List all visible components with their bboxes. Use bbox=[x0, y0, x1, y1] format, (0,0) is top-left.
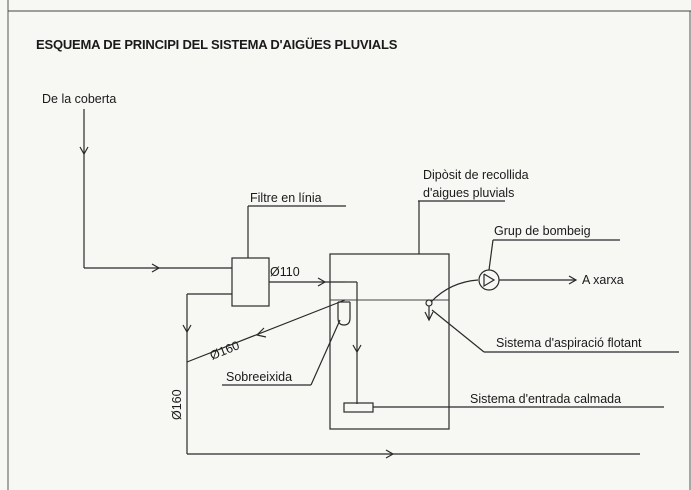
label-sobreeixida: Sobreeixida bbox=[226, 370, 292, 384]
label-diposit-2: d'aigues pluvials bbox=[423, 186, 514, 200]
leader-aspiracio-d bbox=[431, 309, 485, 353]
flow-arrow-down bbox=[182, 324, 192, 334]
flow-arrow-to-filter bbox=[151, 263, 161, 273]
label-grup: Grup de bombeig bbox=[494, 224, 591, 238]
label-diposit-1: Dipòsit de recollida bbox=[423, 168, 529, 182]
filter-box bbox=[231, 257, 270, 307]
floating-suction-float bbox=[425, 299, 433, 307]
flow-arrow-network bbox=[568, 275, 578, 285]
flow-arrow-sewer bbox=[385, 449, 395, 459]
label-entrada: Sistema d'entrada calmada bbox=[470, 392, 621, 406]
flow-arrow-d110 bbox=[317, 277, 327, 287]
suction-pipe bbox=[430, 279, 479, 303]
flow-arrow-roof bbox=[79, 146, 89, 156]
pump-arrow bbox=[483, 273, 496, 288]
pump-icon bbox=[478, 269, 500, 291]
label-a-xarxa: A xarxa bbox=[582, 273, 624, 287]
calm-inlet-device bbox=[343, 402, 374, 413]
flow-arrow-overflow bbox=[255, 327, 267, 338]
label-d160-diag: Ø160 bbox=[208, 338, 242, 362]
leader-sobreeixida-d bbox=[310, 319, 341, 386]
diagram-title: ESQUEMA DE PRINCIPI DEL SISTEMA D'AIGÜES… bbox=[36, 37, 398, 52]
flow-arrow-calm-inlet bbox=[352, 344, 362, 354]
overflow-siphon bbox=[337, 302, 351, 326]
label-d160-vert: Ø160 bbox=[170, 389, 184, 420]
label-filtre: Filtre en línia bbox=[250, 191, 322, 205]
label-aspiracio: Sistema d'aspiració flotant bbox=[496, 336, 642, 350]
label-de-la-coberta: De la coberta bbox=[42, 92, 116, 106]
label-d110: Ø110 bbox=[270, 265, 300, 279]
pipe-overflow-d160 bbox=[186, 299, 346, 363]
leader-grup-v bbox=[488, 239, 494, 271]
